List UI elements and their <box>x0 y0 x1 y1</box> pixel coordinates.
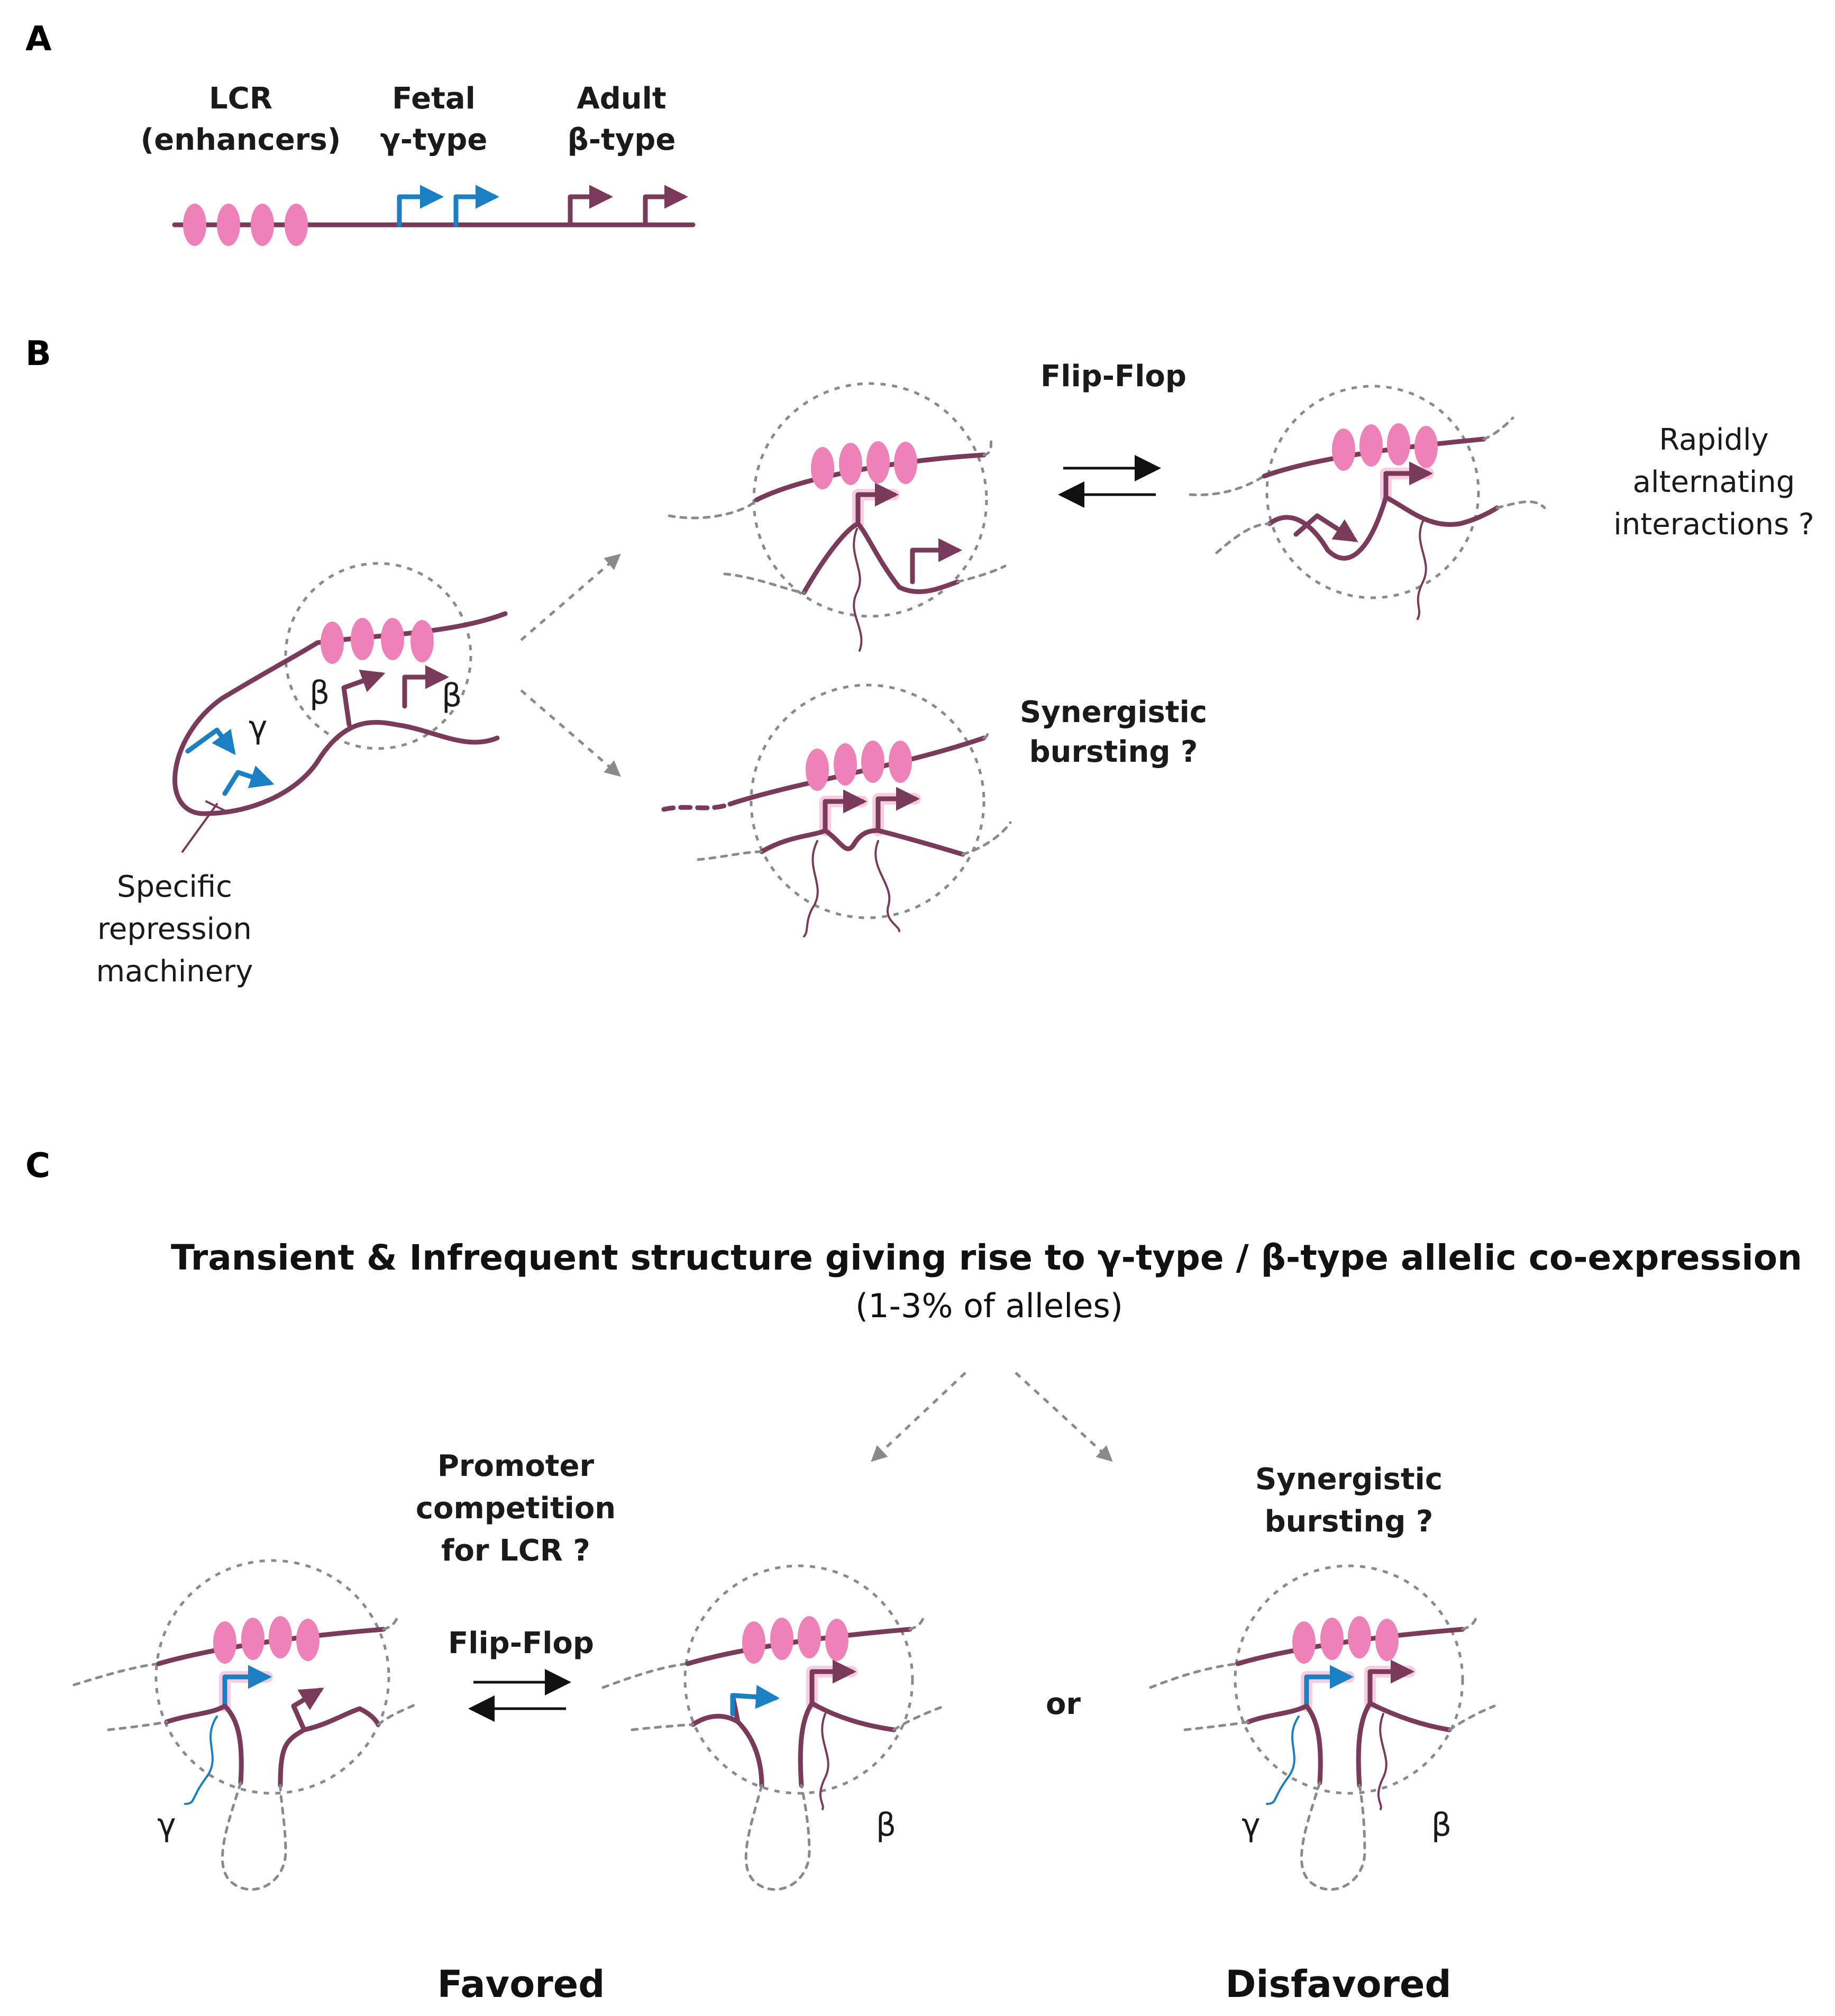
beta-label-b2: β <box>442 677 462 714</box>
synergistic-label-c1: Synergistic <box>1255 1462 1443 1497</box>
lcr-label: LCR <box>209 81 272 116</box>
synergistic-state-b <box>661 683 1012 937</box>
repression-label-2: repression <box>97 912 252 946</box>
panel-label-a: A <box>25 20 52 59</box>
enhancer-2 <box>217 204 240 246</box>
flipflop-label-b: Flip-Flop <box>1040 359 1186 394</box>
coexpression-state <box>1149 1564 1496 1891</box>
disfavored-label: Disfavored <box>1225 1963 1451 2006</box>
panel-c-title: Transient & Infrequent structure giving … <box>171 1237 1802 1278</box>
flipflop-state-beta2 <box>1189 385 1546 620</box>
adult-promoter-2-icon <box>643 185 688 227</box>
adult-sublabel: β-type <box>568 123 676 157</box>
gamma-label-c1: γ <box>157 1807 176 1844</box>
beta-label-c1: β <box>876 1807 896 1844</box>
enhancer-4 <box>285 204 308 246</box>
fetal-sublabel: γ-type <box>380 123 488 157</box>
rapid-label-2: alternating <box>1633 465 1795 499</box>
gamma-active-state <box>72 1559 419 1891</box>
fetal-promoter-1-icon <box>397 185 444 227</box>
favored-label: Favored <box>437 1963 605 2006</box>
arrow-to-flipflop <box>520 553 621 641</box>
adult-promoter-1-icon <box>568 185 613 227</box>
panel-c-subtitle: (1-3% of alleles) <box>855 1287 1123 1325</box>
lcr-sublabel: (enhancers) <box>141 123 341 157</box>
synergistic-label-c2: bursting ? <box>1265 1504 1434 1539</box>
adult-label: Adult <box>577 81 666 116</box>
rapid-label-3: interactions ? <box>1613 507 1814 542</box>
gamma-label-b: γ <box>249 709 268 746</box>
flipflop-label-c: Flip-Flop <box>448 1626 594 1661</box>
arrow-to-favored <box>871 1372 966 1462</box>
synergistic-label-b2: bursting ? <box>1029 735 1198 769</box>
panel-label-b: B <box>25 334 51 373</box>
repression-label-3: machinery <box>96 954 253 989</box>
arrow-to-disfavored <box>1015 1372 1113 1462</box>
rapid-label-1: Rapidly <box>1659 423 1768 457</box>
beta-label-b1: β <box>309 674 330 711</box>
globin-locus-diagram <box>172 185 696 246</box>
fetal-label: Fetal <box>392 81 476 116</box>
adult-loop-structure <box>172 562 508 853</box>
repression-label-1: Specific <box>117 870 232 904</box>
synergistic-label-b1: Synergistic <box>1020 695 1207 729</box>
fetal-promoter-2-icon <box>453 185 499 227</box>
promoter-competition-label-3: for LCR ? <box>441 1534 590 1568</box>
arrow-to-synergistic <box>520 689 621 777</box>
panel-label-c: C <box>25 1146 50 1185</box>
flipflop-state-beta1 <box>668 382 1007 652</box>
gamma-label-c2: γ <box>1241 1807 1261 1844</box>
beta-label-c2: β <box>1431 1807 1451 1844</box>
promoter-competition-label-2: competition <box>416 1491 616 1526</box>
enhancer-3 <box>251 204 274 246</box>
promoter-competition-label-1: Promoter <box>437 1449 595 1483</box>
beta-active-state <box>601 1564 946 1891</box>
enhancer-1 <box>183 204 206 246</box>
or-label: or <box>1046 1687 1081 1721</box>
